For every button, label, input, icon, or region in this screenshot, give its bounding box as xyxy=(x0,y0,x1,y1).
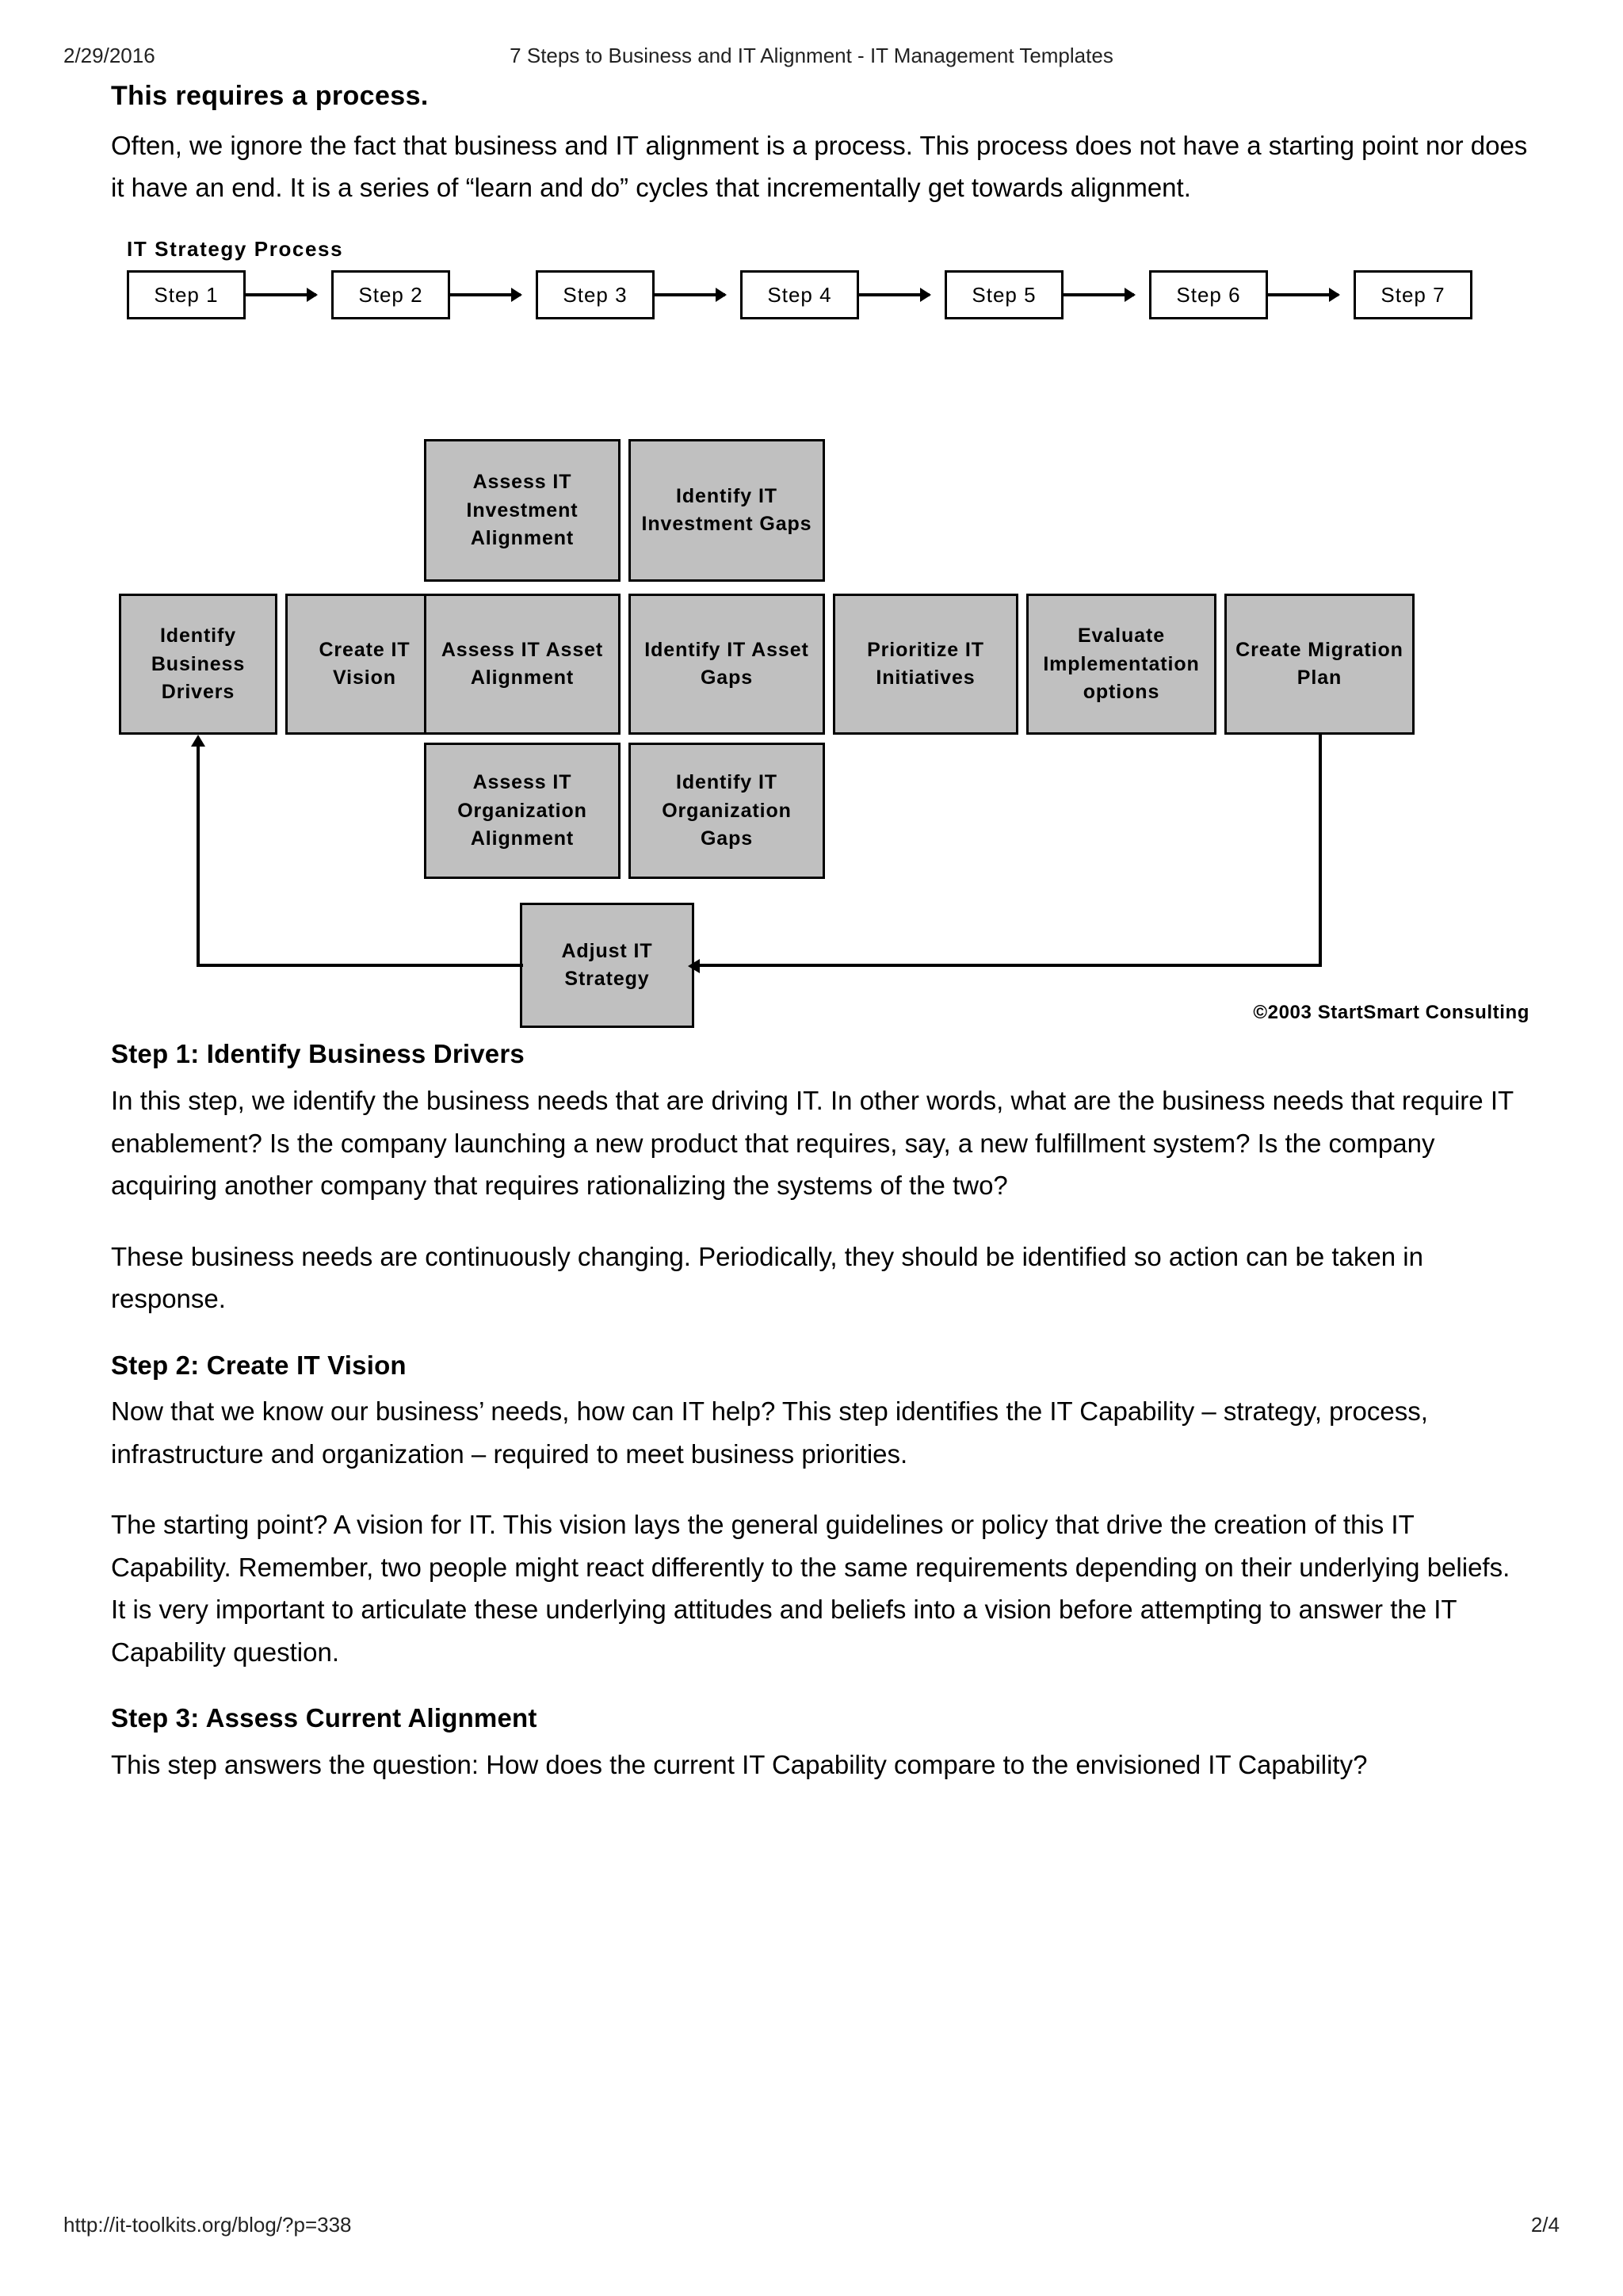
step-2-paragraph-1: Now that we know our business’ needs, ho… xyxy=(111,1396,1428,1469)
print-page-title: 7 Steps to Business and IT Alignment - I… xyxy=(510,44,1113,67)
article-content: This requires a process. Often, we ignor… xyxy=(111,79,1529,1815)
feedback-line-migration-to-adjust xyxy=(697,964,1322,968)
process-box-identify-it-investment-gaps: Identify IT Investment Gaps xyxy=(628,439,825,583)
feedback-line-adjust-to-left xyxy=(197,964,523,968)
it-strategy-process-diagram: IT Strategy Process Step 1 Step 2 Step 3… xyxy=(111,237,1529,1037)
diagram-copyright: ©2003 StartSmart Consulting xyxy=(1253,1002,1529,1024)
intro-heading: This requires a process. xyxy=(111,81,429,111)
step-box-6: Step 6 xyxy=(1149,270,1268,320)
step-box-4: Step 4 xyxy=(740,270,859,320)
process-box-adjust-it-strategy: Adjust IT Strategy xyxy=(520,903,694,1029)
process-box-assess-it-investment-alignment: Assess IT Investment Alignment xyxy=(424,439,621,583)
step-arrow-1-2 xyxy=(246,288,318,303)
process-box-identify-it-organization-gaps: Identify IT Organization Gaps xyxy=(628,743,825,880)
process-box-create-migration-plan: Create Migration Plan xyxy=(1224,594,1415,735)
process-box-identify-it-asset-gaps: Identify IT Asset Gaps xyxy=(628,594,825,735)
feedback-arrow-into-adjust xyxy=(688,959,700,974)
print-footer: http://it-toolkits.org/blog/?p=338 2/4 xyxy=(0,2213,1623,2237)
step-arrow-3-4 xyxy=(655,288,727,303)
step-box-5: Step 5 xyxy=(945,270,1064,320)
process-box-assess-it-asset-alignment: Assess IT Asset Alignment xyxy=(424,594,621,735)
step-arrow-6-7 xyxy=(1268,288,1340,303)
process-box-create-it-vision: Create IT Vision xyxy=(285,594,444,735)
step-box-2: Step 2 xyxy=(331,270,450,320)
step-arrow-4-5 xyxy=(859,288,931,303)
step-box-1: Step 1 xyxy=(127,270,246,320)
diagram-title: IT Strategy Process xyxy=(127,237,344,262)
step-arrow-5-6 xyxy=(1064,288,1136,303)
page-number: 2/4 xyxy=(1530,2213,1560,2237)
step-2-paragraph-2: The starting point? A vision for IT. Thi… xyxy=(111,1510,1510,1667)
step-3-heading: Step 3: Assess Current Alignment xyxy=(111,1703,537,1733)
feedback-line-left-up xyxy=(197,746,200,968)
step-3-paragraph-1: This step answers the question: How does… xyxy=(111,1750,1368,1780)
feedback-line-migration-down xyxy=(1319,735,1322,966)
print-date: 2/29/2016 xyxy=(63,44,155,67)
print-header: 2/29/2016 7 Steps to Business and IT Ali… xyxy=(0,44,1623,67)
process-box-prioritize-it-initiatives: Prioritize IT Initiatives xyxy=(833,594,1018,735)
source-url: http://it-toolkits.org/blog/?p=338 xyxy=(63,2213,352,2237)
step-1-heading: Step 1: Identify Business Drivers xyxy=(111,1039,525,1069)
step-1-paragraph-1: In this step, we identify the business n… xyxy=(111,1086,1514,1201)
process-box-evaluate-implementation-options: Evaluate Implementation options xyxy=(1026,594,1216,735)
step-2-heading: Step 2: Create IT Vision xyxy=(111,1350,407,1380)
process-box-identify-business-drivers: Identify Business Drivers xyxy=(119,594,277,735)
intro-paragraph: Often, we ignore the fact that business … xyxy=(111,130,1528,202)
step-box-7: Step 7 xyxy=(1354,270,1472,320)
step-box-3: Step 3 xyxy=(536,270,655,320)
step-1-paragraph-2: These business needs are continuously ch… xyxy=(111,1241,1423,1314)
step-arrow-2-3 xyxy=(450,288,522,303)
feedback-arrow-into-identify-business-drivers xyxy=(191,735,205,747)
process-box-assess-it-organization-alignment: Assess IT Organization Alignment xyxy=(424,743,621,880)
